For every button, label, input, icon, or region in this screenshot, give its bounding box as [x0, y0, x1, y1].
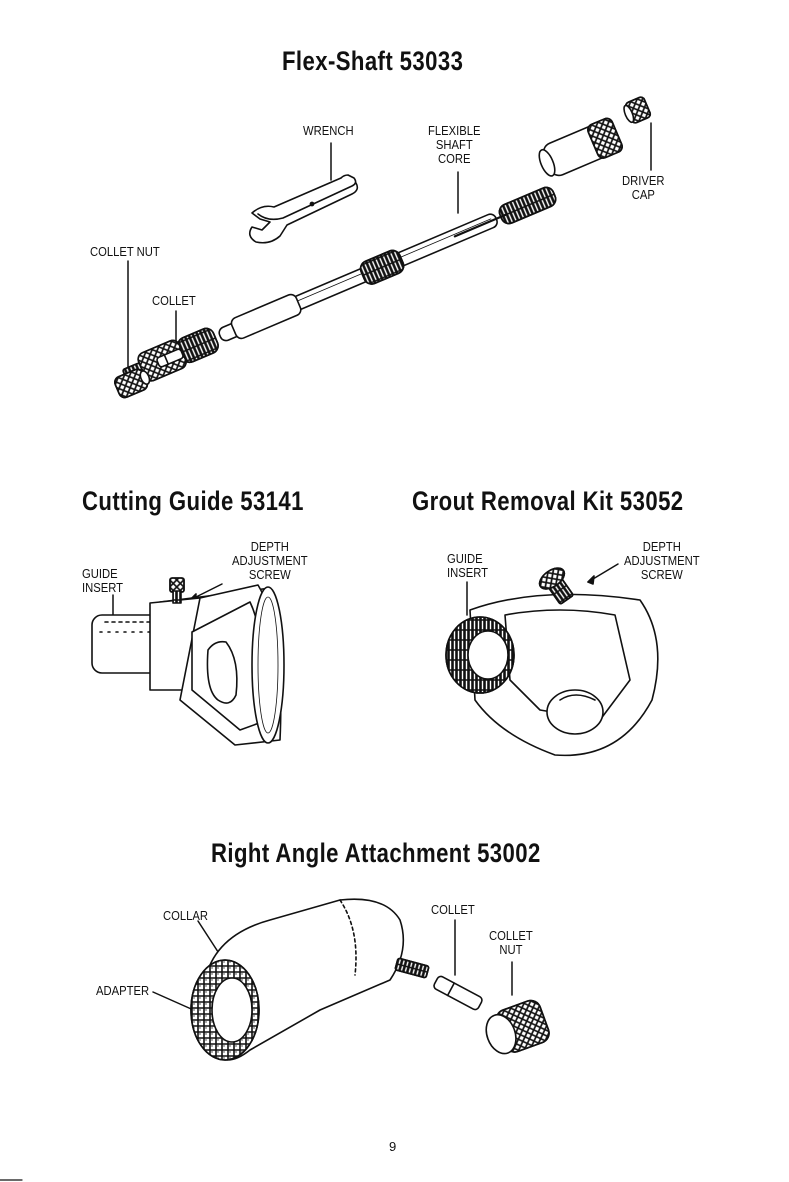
- wrench-drawing: [250, 175, 358, 243]
- grout-kit-drawing: [446, 564, 658, 755]
- flex-shaft-drawing: [119, 96, 651, 390]
- right-angle-drawing: [153, 899, 552, 1060]
- cutting-guide-drawing: [92, 578, 284, 745]
